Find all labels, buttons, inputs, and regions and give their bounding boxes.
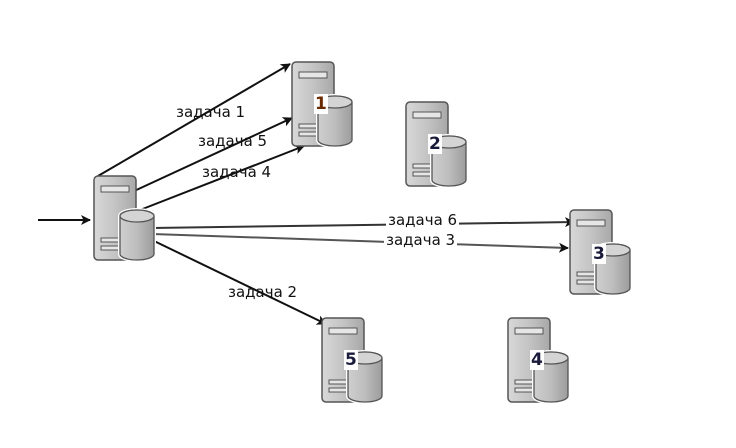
arrow-task-6 (151, 217, 575, 229)
arrow-task-2 (151, 239, 327, 325)
dispatcher-server-icon (92, 174, 156, 262)
task-label-1: задача 1 (176, 103, 246, 121)
task-label-3: задача 3 (384, 231, 458, 249)
arrow-task-3 (151, 233, 569, 253)
arrow-task-5 (131, 117, 293, 193)
task-label-2: задача 2 (228, 283, 298, 301)
server-2-number: 2 (428, 134, 442, 154)
server-1-number: 1 (314, 94, 328, 114)
task-label-4: задача 4 (202, 163, 272, 181)
arrows (38, 63, 575, 325)
server-3-number: 3 (592, 244, 606, 264)
task-label-5: задача 5 (198, 132, 268, 150)
task-label-6: задача 6 (386, 211, 460, 229)
server-4-number: 4 (530, 350, 544, 370)
arrow-task-4 (139, 144, 305, 211)
server-5-number: 5 (344, 350, 358, 370)
arrow-task-1 (97, 63, 291, 177)
